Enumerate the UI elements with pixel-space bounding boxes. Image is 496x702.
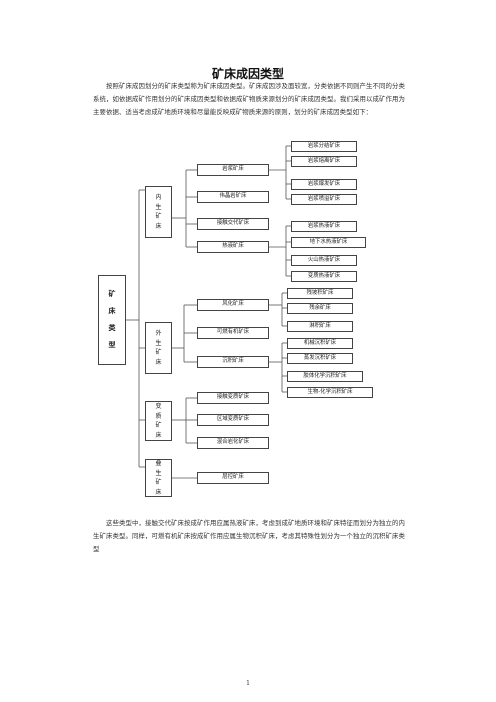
subtype-colloidal-chemical-sedimentary: 胶体化学沉积矿床 bbox=[287, 371, 363, 382]
page-number: 1 bbox=[246, 680, 250, 687]
subtype-magmatic-hydrothermal: 岩浆热液矿床 bbox=[291, 221, 357, 232]
category-char: 内 bbox=[155, 194, 162, 201]
subtype-evaporite-sedimentary: 蒸发沉积矿床 bbox=[287, 353, 353, 364]
type-combustible-organic: 可燃有机矿床 bbox=[197, 327, 269, 339]
category-char: 生 bbox=[155, 339, 162, 347]
type-sedimentary: 沉积矿床 bbox=[197, 356, 269, 368]
category-exogenic: 外 生 矿 床 bbox=[145, 322, 172, 374]
subtype-metamorphic-hydrothermal: 变质热液矿床 bbox=[291, 271, 357, 282]
subtype-leaching: 淋积矿床 bbox=[287, 321, 353, 332]
category-char: 生 bbox=[155, 469, 162, 477]
category-char: 床 bbox=[155, 488, 162, 496]
subtype-magmatic-explosion: 岩浆爆发矿床 bbox=[291, 179, 357, 190]
category-endogenic: 内 生 矿 床 bbox=[145, 186, 172, 238]
subtype-mechanical-sedimentary: 机械沉积矿床 bbox=[287, 338, 353, 349]
category-char: 叠 bbox=[155, 460, 162, 467]
subtype-eluvial-deluvial: 残坡积矿床 bbox=[287, 288, 353, 299]
root-char: 类 bbox=[108, 324, 116, 332]
subtype-groundwater-hydrothermal: 地下水热液矿床 bbox=[291, 237, 366, 248]
type-migmatization: 混合岩化矿床 bbox=[197, 437, 269, 449]
type-magmatic: 岩浆矿床 bbox=[197, 164, 269, 176]
page-title: 矿床成因类型 bbox=[211, 67, 284, 81]
type-hydrothermal: 热液矿床 bbox=[197, 241, 269, 253]
category-superimposed: 叠 生 矿 床 bbox=[145, 459, 172, 497]
category-char: 矿 bbox=[155, 213, 162, 220]
type-skarn: 接触交代矿床 bbox=[197, 218, 269, 230]
subtype-biochemical-sedimentary: 生物-化学沉积矿床 bbox=[287, 387, 373, 398]
type-weathering: 风化矿床 bbox=[197, 299, 269, 311]
category-char: 床 bbox=[155, 431, 162, 439]
subtype-magmatic-liquation: 岩浆熔离矿床 bbox=[291, 156, 357, 167]
subtype-magmatic-effusion: 岩浆喷溢矿床 bbox=[291, 194, 357, 205]
intro-paragraph: 按照矿床成因划分的矿床类型称为矿床成因类型。矿床成因涉及面较宽，分类依据不同则产… bbox=[93, 82, 405, 116]
type-contact-metamorphic: 接触变质矿床 bbox=[197, 392, 269, 404]
subtype-magmatic-segregation: 岩浆分结矿床 bbox=[291, 141, 357, 152]
type-pegmatite: 伟晶岩矿床 bbox=[197, 191, 269, 203]
subtype-volcanic-hydrothermal: 火山热液矿床 bbox=[291, 255, 357, 266]
category-char: 生 bbox=[155, 203, 162, 211]
root-char: 床 bbox=[108, 307, 116, 315]
root-char: 型 bbox=[108, 341, 116, 349]
category-metamorphic: 变 质 矿 床 bbox=[145, 401, 172, 441]
category-char: 床 bbox=[155, 222, 162, 230]
category-char: 矿 bbox=[155, 479, 162, 486]
category-char: 矿 bbox=[155, 422, 162, 429]
conclusion-paragraph: 这些类型中，接触交代矿床按成矿作用应属热液矿床，考虑到成矿地质环境和矿床特征而划… bbox=[93, 519, 405, 553]
type-strata-bound: 层控矿床 bbox=[197, 472, 269, 484]
type-regional-metamorphic: 区域变质矿床 bbox=[197, 414, 269, 426]
root-char: 矿 bbox=[108, 290, 116, 298]
root-ore-deposit-types: 矿 床 类 型 bbox=[98, 275, 126, 365]
category-char: 质 bbox=[155, 412, 162, 420]
category-char: 外 bbox=[155, 330, 162, 337]
subtype-residual: 残余矿床 bbox=[287, 303, 353, 314]
category-char: 变 bbox=[155, 403, 162, 410]
category-char: 床 bbox=[155, 358, 162, 366]
category-char: 矿 bbox=[155, 349, 162, 356]
